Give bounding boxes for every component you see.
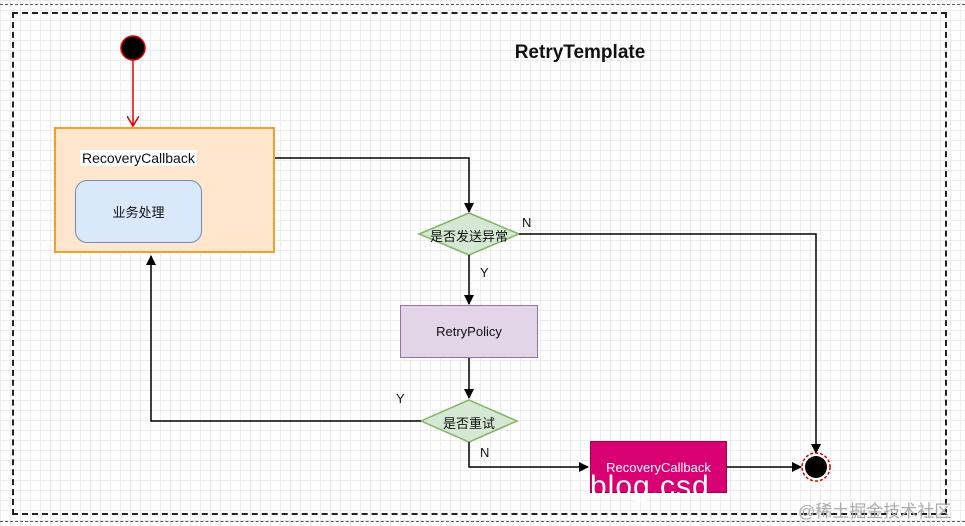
edge-label-retry-no: N bbox=[480, 445, 490, 460]
decision-retry-label: 是否重试 bbox=[442, 416, 495, 431]
diagram-title: RetryTemplate bbox=[514, 42, 646, 63]
decision-exception-label: 是否发送异常 bbox=[429, 229, 508, 244]
canvas-top-dash bbox=[0, 4, 965, 5]
edge-label-retry-yes: Y bbox=[396, 391, 405, 406]
recovery-callback-label: RecoveryCallback bbox=[80, 150, 197, 166]
retry-policy-box: RetryPolicy bbox=[400, 305, 538, 358]
final-recovery-callback-box: RecoveryCallback bbox=[590, 441, 727, 493]
corner-watermark: @稀土掘金技术社区 bbox=[798, 502, 952, 521]
edge-retry-yes bbox=[146, 255, 421, 422]
edge-label-exception-no: N bbox=[522, 215, 532, 230]
edge-exception-no bbox=[519, 233, 821, 454]
overlay-watermark: blog.csd bbox=[590, 470, 710, 503]
end-node bbox=[805, 456, 827, 478]
canvas-bottom-dash bbox=[0, 521, 965, 522]
edge-retry-no bbox=[468, 442, 589, 472]
template-frame bbox=[12, 12, 947, 515]
retry-policy-label: RetryPolicy bbox=[436, 324, 502, 339]
business-processing-box: 业务处理 bbox=[75, 180, 202, 243]
final-recovery-callback-label: RecoveryCallback bbox=[606, 459, 711, 475]
start-node bbox=[120, 35, 146, 61]
edge-callback-to-exception-check bbox=[275, 157, 474, 213]
edge-label-exception-yes: Y bbox=[480, 265, 489, 280]
business-processing-label: 业务处理 bbox=[112, 205, 165, 220]
